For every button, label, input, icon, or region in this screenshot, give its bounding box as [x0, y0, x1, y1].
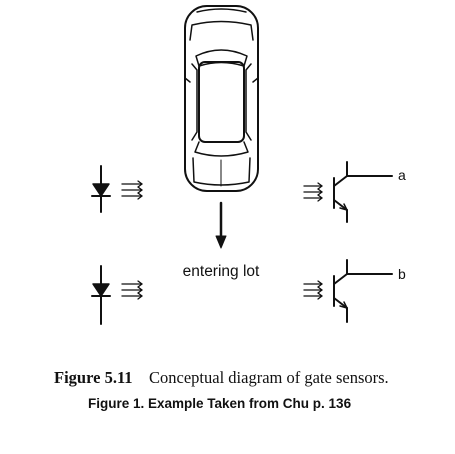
sensor-b-label: b [398, 266, 406, 282]
figure-caption-text: Conceptual diagram of gate sensors. [149, 368, 389, 387]
sensor-a-label: a [398, 167, 406, 183]
emitted-light-arrows-b [121, 280, 143, 300]
emitted-light-arrows-a [121, 180, 143, 200]
entering-lot-label: entering lot [183, 263, 260, 280]
direction-arrow [215, 201, 227, 249]
car-icon [184, 5, 259, 192]
figure-caption: Figure 5.11 Conceptual diagram of gate s… [54, 368, 454, 388]
figure-number: Figure 5.11 [54, 368, 133, 387]
received-light-arrows-a [303, 182, 323, 202]
received-light-arrows-b [303, 280, 323, 300]
phototransistor-b [333, 259, 393, 323]
phototransistor-a [333, 161, 393, 223]
figure-source-caption: Figure 1. Example Taken from Chu p. 136 [88, 396, 352, 411]
led-emitter-b [91, 265, 111, 325]
led-emitter-a [91, 165, 111, 213]
